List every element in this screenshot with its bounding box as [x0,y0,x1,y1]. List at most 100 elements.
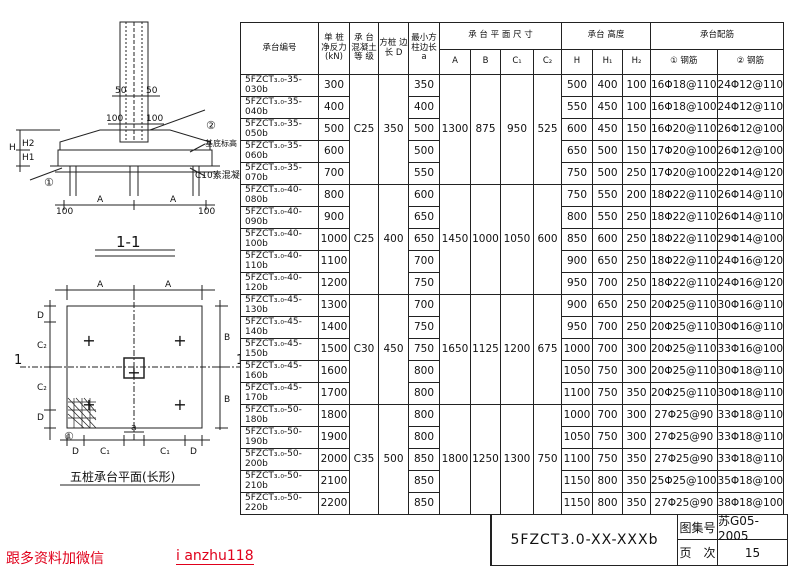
cell-code: 5FZCT₃.₀-35-040b [240,96,319,119]
cell-grade: C25 [349,184,379,295]
cell-rebar2: 29Φ14@100 [716,228,785,251]
cell-rebar2: 33Φ16@100 [716,338,785,361]
page-label: 页 次 [677,540,717,565]
th-C1: C₁ [500,49,534,75]
label-h: H [9,143,16,153]
pile-plus-2: + [173,331,186,350]
cell-B: 1250 [470,404,501,515]
cell-load: 700 [318,162,350,185]
dim-50-2: 50 [146,86,158,96]
cell-B: 1125 [470,294,501,405]
plan-a2: A [165,280,172,290]
cell-code: 5FZCT₃.₀-45-130b [240,294,319,317]
cell-H2: 250 [622,250,651,273]
cell-load: 1300 [318,294,350,317]
dim-a-left: A [97,195,104,205]
cell-H1: 750 [592,426,623,449]
th-grade: 承 台 混凝土 等 级 [349,22,379,75]
cell-H1: 700 [592,272,623,295]
cell-load: 600 [318,140,350,163]
cell-H: 900 [561,294,593,317]
cell-H: 800 [561,206,593,229]
cell-col: 750 [408,316,440,339]
plan-d-top: D [37,311,44,321]
cell-col: 700 [408,294,440,317]
cell-code: 5FZCT₃.₀-35-030b [240,74,319,97]
plan-one-right: 1 [236,353,240,368]
cell-H2: 150 [622,118,651,141]
cell-H1: 500 [592,162,623,185]
page-value: 15 [717,540,787,565]
cell-load: 1700 [318,382,350,405]
drawing-area: + + + + + 50 50 100 100 H H1 H2 ② 基底标高 C… [9,21,240,486]
cell-rebar2: 33Φ18@110 [716,426,785,449]
cell-H: 750 [561,184,593,207]
dim-100-2: 100 [198,207,215,217]
cell-code: 5FZCT₃.₀-45-160b [240,360,319,383]
cell-rebar1: 18Φ22@110 [650,250,718,273]
th-H: H [561,49,593,75]
cell-rebar1: 18Φ22@110 [650,206,718,229]
cell-rebar2: 35Φ18@100 [716,470,785,493]
plan-c2-left2: C₂ [37,383,47,393]
cell-rebar1: 27Φ25@90 [650,404,718,427]
cell-col: 500 [408,140,440,163]
label-circle-2: ② [206,119,216,132]
th-r2: ② 钢筋 [716,49,785,75]
cell-H: 550 [561,96,593,119]
cell-rebar2: 26Φ14@110 [716,184,785,207]
title-block: 5FZCT3.0-XX-XXXb 图集号 苏G05-2005 页 次 15 [490,514,788,566]
cell-code: 5FZCT₃.₀-40-090b [240,206,319,229]
cell-code: 5FZCT₃.₀-45-140b [240,316,319,339]
cell-H1: 700 [592,338,623,361]
cell-H: 1150 [561,470,593,493]
cell-code: 5FZCT₃.₀-50-180b [240,404,319,427]
cell-H: 950 [561,272,593,295]
cell-load: 800 [318,184,350,207]
cell-code: 5FZCT₃.₀-40-110b [240,250,319,273]
th-B: B [470,49,501,75]
cell-rebar1: 20Φ25@110 [650,382,718,405]
cell-C2: 600 [533,184,562,295]
pile-plus-3: + [127,363,140,382]
cell-H1: 750 [592,448,623,471]
cell-H: 1050 [561,360,593,383]
cell-rebar2: 24Φ16@120 [716,272,785,295]
th-load: 单 桩 净反力 (kN) [318,22,350,75]
dim-50-1: 50 [115,86,127,96]
plan-a1: A [97,280,104,290]
cell-rebar1: 18Φ22@110 [650,184,718,207]
plan-b2: B [224,395,230,405]
cell-H2: 350 [622,382,651,405]
cell-code: 5FZCT₃.₀-45-170b [240,382,319,405]
cell-H: 1150 [561,492,593,515]
cell-col: 800 [408,426,440,449]
cell-H2: 250 [622,162,651,185]
th-A: A [439,49,471,75]
cell-C2: 525 [533,74,562,185]
cell-rebar2: 30Φ16@110 [716,294,785,317]
cell-H1: 700 [592,316,623,339]
cell-load: 400 [318,96,350,119]
cell-H: 600 [561,118,593,141]
label-h1: H1 [22,153,35,163]
cell-col: 350 [408,74,440,97]
dim-a-right: A [170,195,177,205]
cell-A: 1300 [439,74,471,185]
cell-H1: 650 [592,294,623,317]
cell-H: 900 [561,250,593,273]
cell-C1: 950 [500,74,534,185]
cell-rebar1: 20Φ25@110 [650,338,718,361]
cell-H1: 450 [592,118,623,141]
cell-col: 850 [408,448,440,471]
cell-code: 5FZCT₃.₀-45-150b [240,338,319,361]
cell-H2: 250 [622,206,651,229]
cell-grade: C30 [349,294,379,405]
